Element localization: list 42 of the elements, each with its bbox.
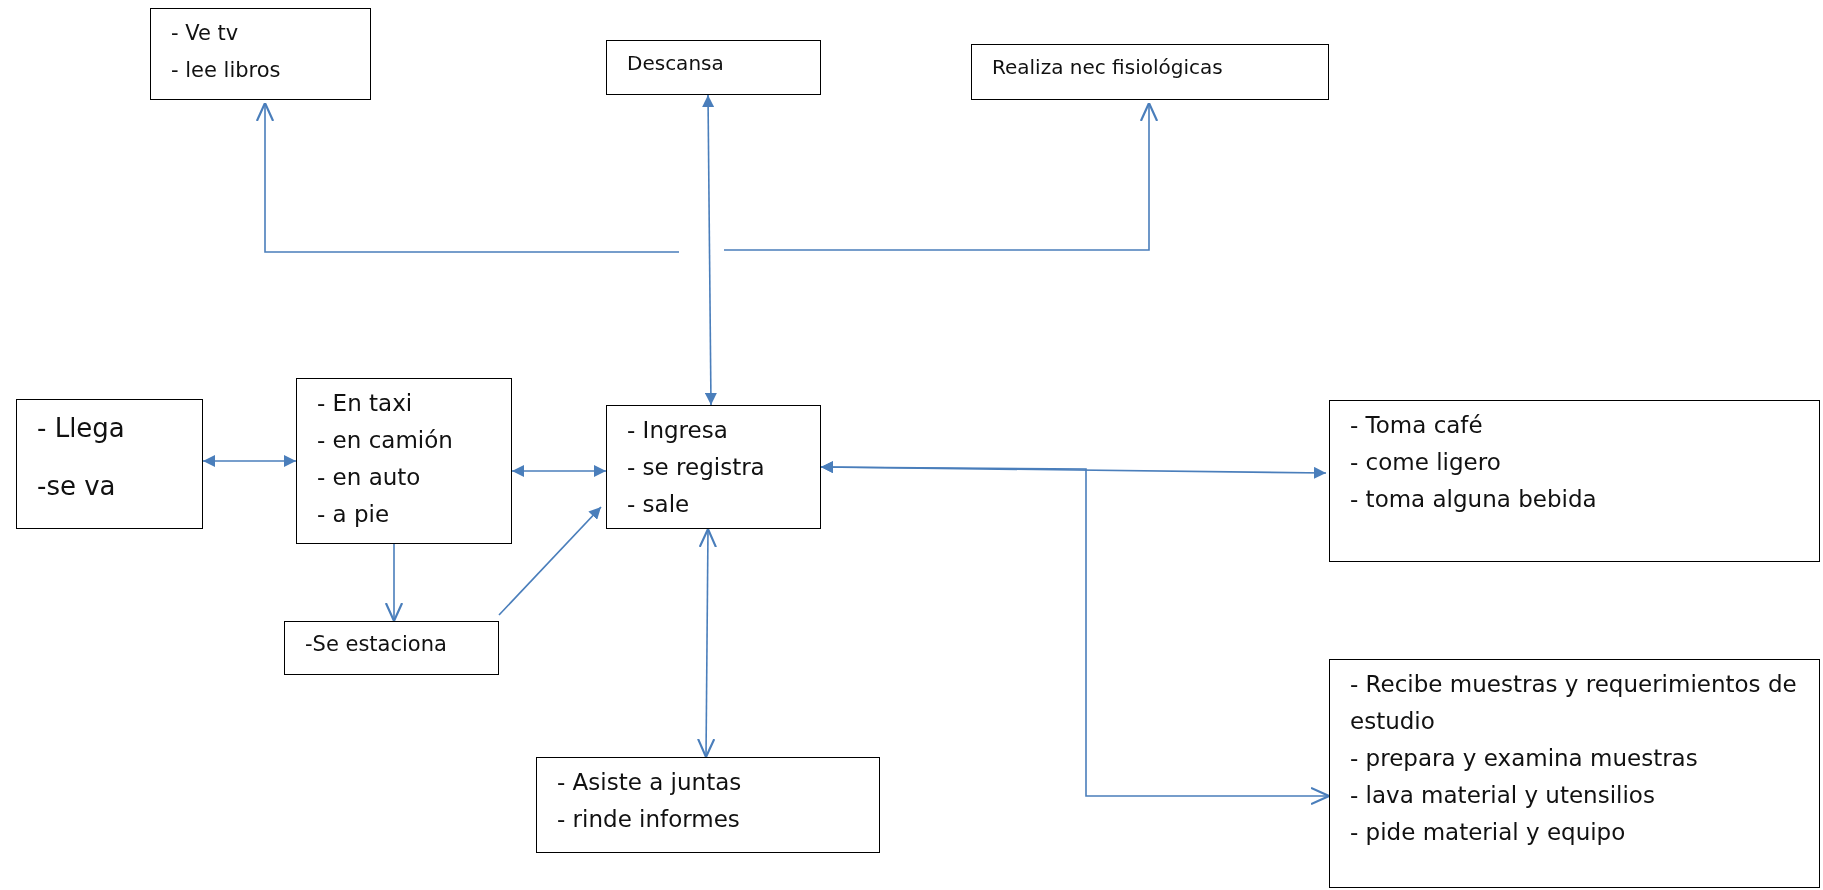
node-text: - sale	[627, 490, 691, 519]
node-text: - en camión	[317, 426, 454, 455]
node-text: - pide material y equipo	[1350, 818, 1627, 847]
node-text: - prepara y examina muestras	[1350, 744, 1699, 773]
process-box	[536, 757, 880, 853]
node-text: - lava material y utensilios	[1350, 781, 1656, 810]
node-text: - a pie	[317, 500, 391, 529]
arrow	[702, 94, 717, 406]
node-text: - Ingresa	[627, 416, 729, 445]
arrow	[723, 101, 1159, 251]
node-text: - se registra	[627, 453, 766, 482]
node-text: -Se estaciona	[305, 631, 448, 658]
arrow	[384, 543, 404, 623]
arrow	[820, 461, 1331, 806]
node-text: - Recibe muestras y requerimientos de estudio	[1350, 670, 1798, 736]
process-box	[296, 378, 512, 544]
node-text: - toma alguna bebida	[1350, 485, 1598, 514]
node-text: Descansa	[627, 50, 725, 77]
process-box	[606, 405, 821, 529]
process-box	[284, 621, 499, 675]
node-text: - Asiste a juntas	[557, 768, 743, 797]
process-box	[1329, 400, 1820, 562]
process-box	[971, 44, 1329, 100]
node-text: - Llega	[37, 412, 126, 445]
process-box	[16, 399, 203, 529]
node-text: - en auto	[317, 463, 422, 492]
process-box	[150, 8, 371, 100]
node-text: - rinde informes	[557, 805, 741, 834]
arrow	[498, 506, 602, 616]
node-text: - Toma café	[1350, 411, 1484, 440]
arrow	[202, 455, 297, 467]
node-text: - Ve tv	[171, 20, 240, 47]
node-text: - lee libros	[171, 57, 282, 84]
node-text: -se va	[37, 470, 117, 503]
arrow	[511, 465, 607, 477]
node-text: - En taxi	[317, 389, 414, 418]
arrow	[255, 101, 680, 253]
node-text: - come ligero	[1350, 448, 1502, 477]
arrow	[697, 527, 717, 759]
node-text: Realiza nec fisiológicas	[992, 54, 1224, 81]
process-box	[1329, 659, 1820, 888]
process-box	[606, 40, 821, 95]
